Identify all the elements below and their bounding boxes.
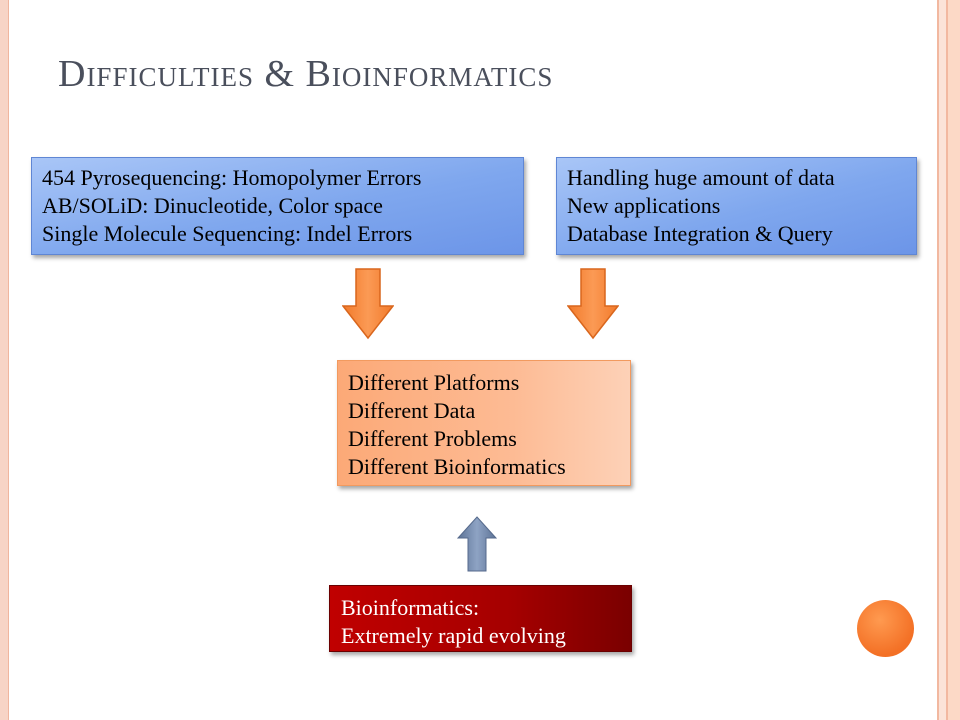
down-arrow-right-icon — [567, 268, 619, 340]
slide-title: Difficulties & Bioinformatics — [58, 53, 554, 95]
data-challenges-box: Handling huge amount of data New applica… — [556, 157, 917, 255]
different-line: Different Bioinformatics — [348, 454, 566, 479]
platform-errors-line: AB/SOLiD: Dinucleotide, Color space — [42, 193, 383, 218]
platform-errors-box: 454 Pyrosequencing: Homopolymer Errors A… — [31, 157, 524, 255]
different-platforms-box: Different Platforms Different Data Diffe… — [337, 360, 631, 486]
data-challenges-line: Database Integration & Query — [567, 221, 833, 246]
data-challenges-line: New applications — [567, 193, 721, 218]
different-line: Different Problems — [348, 426, 517, 451]
data-challenges-line: Handling huge amount of data — [567, 165, 835, 190]
right-stripes-decoration — [920, 0, 960, 720]
down-arrow-left-icon — [342, 268, 394, 340]
different-line: Different Platforms — [348, 370, 520, 395]
different-line: Different Data — [348, 398, 476, 423]
up-arrow-icon — [457, 516, 497, 572]
platform-errors-line: 454 Pyrosequencing: Homopolymer Errors — [42, 165, 422, 190]
bioinformatics-evolving-box: Bioinformatics: Extremely rapid evolving — [329, 585, 632, 652]
bioinformatics-line: Extremely rapid evolving — [341, 623, 566, 648]
left-border-decoration — [0, 0, 9, 720]
bioinformatics-line: Bioinformatics: — [341, 595, 480, 620]
orange-circle-decoration — [857, 600, 914, 657]
platform-errors-line: Single Molecule Sequencing: Indel Errors — [42, 221, 413, 246]
